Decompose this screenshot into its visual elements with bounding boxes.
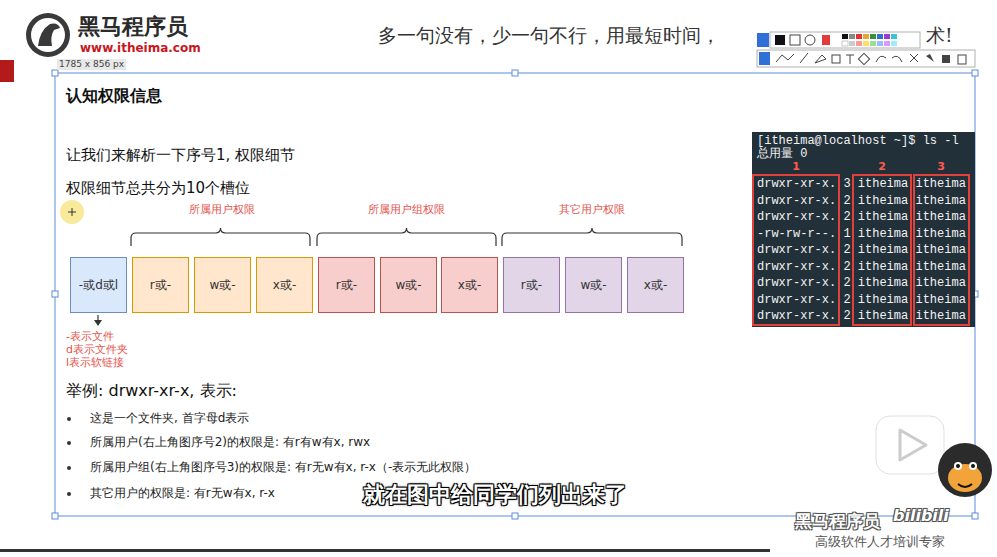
slogan: 多一句没有，少一句不行，用最短时间， [378,24,720,47]
permission-slot: w或- [380,257,437,313]
permission-slot: x或- [441,257,498,313]
bullet-text: 所属用户组(右上角图序号3)的权限是: 有r无w有x, r-x（-表示无此权限） [90,460,476,474]
slot-label: r或- [521,278,542,292]
terminal-row: drwxr-xr-x. 3 itheima itheima [757,177,966,191]
watermark-slogan: 高级软件人才培训专家 [815,534,945,550]
highlight-box [753,175,969,325]
note-text: -表示文件 [66,330,114,343]
slot-label: r或- [336,278,357,292]
slot-label: -或d或l [79,278,118,292]
slot-label: x或- [644,278,667,292]
side-strip [0,60,14,82]
logo-icon [26,13,70,57]
terminal-row: drwxr-xr-x. 2 itheima itheima [757,210,966,224]
slot-label: w或- [209,278,235,292]
terminal-row: drwxr-xr-x. 2 itheima itheima [757,243,966,257]
terminal-panel [752,132,975,327]
bullet-text: 这是一个文件夹, 首字母d表示 [90,411,249,425]
play-button [876,416,944,474]
slot-label: r或- [150,278,171,292]
bottom-line [0,549,770,552]
cursor-highlight [60,200,84,224]
video-subtitle: 就在图中给同学们列出来了 [363,482,627,508]
group-label: 所属用户组权限 [368,203,445,216]
permission-slot: -或d或l [70,257,127,313]
example-heading: 举例: drwxr-xr-x, 表示: [66,381,237,400]
body-text: 让我们来解析一下序号1, 权限细节 [66,146,295,164]
callout-number: 2 [878,161,886,172]
terminal-row: drwxr-xr-x. 2 itheima itheima [757,194,966,208]
permission-slot: x或- [627,257,684,313]
callout-number: 3 [937,161,945,172]
terminal-row: drwxr-xr-x. 2 itheima itheima [757,260,966,274]
mascot [938,443,992,497]
terminal-row: drwxr-xr-x. 2 itheima itheima [757,293,966,307]
slogan: 术! [926,24,953,47]
logo-text: 黑马程序员 [78,14,188,40]
note-text: d表示文件夹 [66,343,128,356]
watermark: bilibili [893,506,949,525]
note-text: l表示软链接 [66,356,124,369]
permission-slot: r或- [503,257,560,313]
terminal-row: drwxr-xr-x. 2 itheima itheima [757,309,966,323]
terminal-line: [itheima@localhost ~]$ ls -l [757,134,959,148]
bullet-text: 所属用户(右上角图序号2)的权限是: 有r有w有x, rwx [90,435,370,449]
group-label: 所属用户权限 [189,203,255,216]
selection-frame [52,70,978,519]
watermark: 黑马程序员 [795,511,880,531]
permission-slot: w或- [565,257,622,313]
dimension-label: 1785 x 856 px [57,59,126,70]
slot-label: x或- [273,278,296,292]
permission-slot: w或- [194,257,251,313]
permission-slot: r或- [318,257,375,313]
permission-slot: x或- [256,257,313,313]
terminal-row: drwxr-xr-x. 2 itheima itheima [757,276,966,290]
callout-number: 1 [792,161,800,172]
terminal-line: 总用量 0 [757,147,807,161]
logo-url: www.itheima.com [80,41,201,55]
bullet-dot [67,417,71,496]
permission-slot: r或- [132,257,189,313]
group-label: 其它用户权限 [559,203,625,216]
cursor [68,208,76,216]
slot-label: x或- [458,278,481,292]
slot-label: w或- [580,278,606,292]
group-bracket [131,228,682,246]
slide-title: 认知权限信息 [66,86,162,105]
body-text: 权限细节总共分为10个槽位 [66,179,250,197]
slot-label: w或- [395,278,421,292]
pointer-arrow [94,315,102,326]
terminal-row: -rw-rw-r--. 1 itheima itheima [757,227,966,241]
bullet-text: 其它用户的权限是: 有r无w有x, r-x [90,486,275,500]
